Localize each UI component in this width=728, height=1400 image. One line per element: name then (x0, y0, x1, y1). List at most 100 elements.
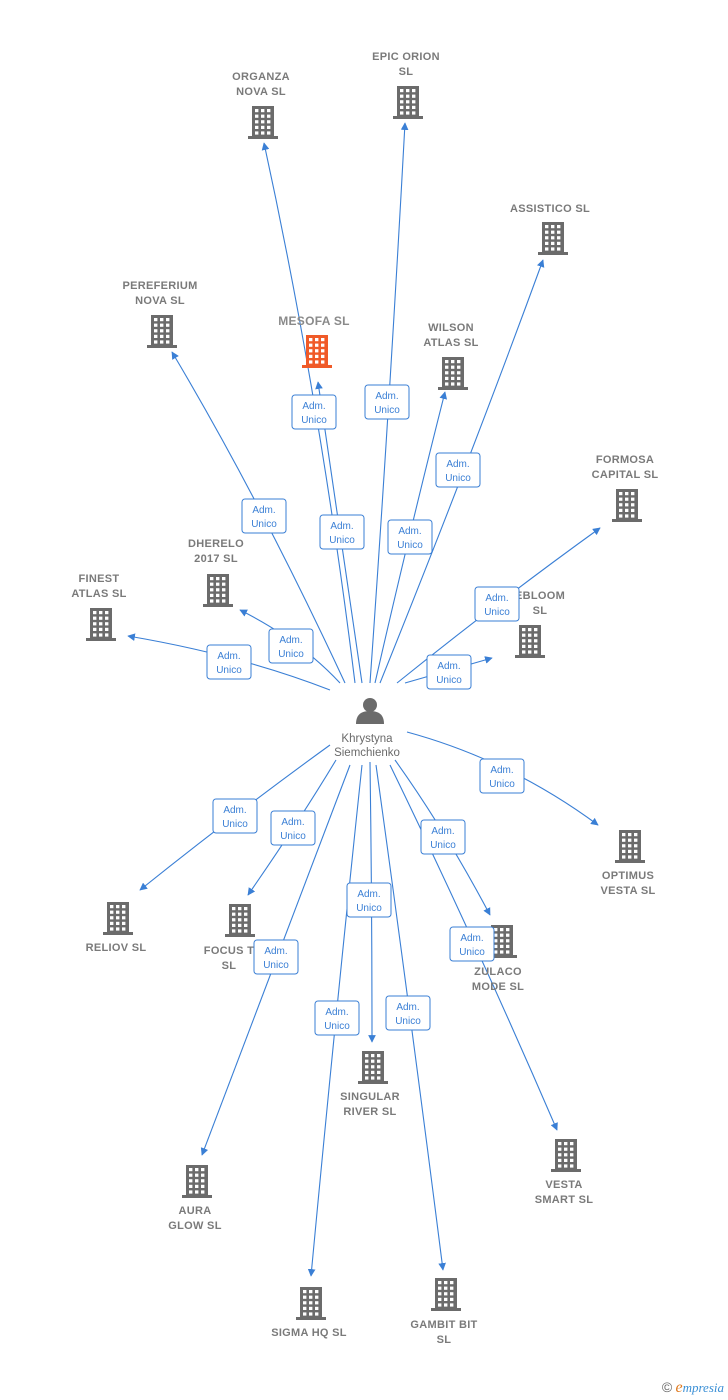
brand-name: mpresia (682, 1380, 724, 1395)
company-label-aura-2: GLOW SL (168, 1220, 221, 1232)
role-badge-gambit[interactable]: Adm. Unico (385, 995, 431, 1031)
brand-initial: e (675, 1379, 683, 1396)
badge-line2: Unico (430, 840, 456, 851)
company-label-wilson-2: ATLAS SL (423, 337, 478, 349)
role-badge-focus[interactable]: Adm.Unico (270, 810, 316, 846)
role-badge-aura[interactable]: Adm.Unico (253, 939, 299, 975)
company-label-aura-1: AURA (179, 1205, 212, 1217)
badge-line1: Adm. (357, 889, 380, 900)
role-badge-wilson[interactable]: Adm. Unico (387, 519, 433, 555)
role-badge-optimus[interactable]: Adm. Unico (479, 758, 525, 794)
role-badge-mesofa[interactable]: Adm. Unico (319, 514, 365, 550)
building-icon (431, 1278, 461, 1311)
role-badge-organza[interactable]: Adm. Unico (291, 394, 337, 430)
building-icon (302, 335, 332, 368)
company-label-optimus-1: OPTIMUS (602, 870, 654, 882)
role-badge-reliov[interactable]: Adm.Unico (212, 798, 258, 834)
role-badge-vesta[interactable]: Adm.Unico (449, 926, 495, 962)
company-label-finest-2: ATLAS SL (71, 588, 126, 600)
badge-line2: Unico (301, 415, 327, 426)
company-label-vesta-1: VESTA (545, 1179, 582, 1191)
company-node-wilson[interactable]: WILSON ATLAS SL (423, 322, 478, 390)
role-badge-sigma[interactable]: Adm.Unico (314, 1000, 360, 1036)
badge-line1: Adm. (431, 826, 454, 837)
company-node-optimus[interactable]: OPTIMUS VESTA SL (601, 830, 656, 897)
role-badge-pereferium[interactable]: Adm.Unico (241, 498, 287, 534)
role-badge-assistico[interactable]: Adm.Unico (435, 452, 481, 488)
copyright-icon: © (661, 1379, 673, 1395)
company-node-assistico[interactable]: ASSISTICO SL (510, 203, 590, 255)
company-node-pereferium[interactable]: PEREFERIUM NOVA SL (122, 280, 197, 348)
badge-line2: Unico (459, 947, 485, 958)
badge-line2: Unico (436, 675, 462, 686)
company-node-mesofa[interactable]: MESOFA SL (278, 314, 350, 368)
company-node-reliov[interactable]: RELIOV SL (86, 902, 147, 954)
badge-line1: Adm. (398, 526, 421, 537)
badge-line2: Unico (216, 665, 242, 676)
building-icon (515, 625, 545, 658)
badge-line2: Unico (263, 960, 289, 971)
role-badge-formosa[interactable]: Adm. Unico (474, 586, 520, 622)
badge-line2: Unico (374, 405, 400, 416)
person-node[interactable]: Khrystyna Siemchienko (334, 698, 400, 759)
badge-line2: Unico (397, 540, 423, 551)
company-label-focus-1: FOCUS T (204, 945, 254, 957)
role-badge-zulaco[interactable]: Adm. Unico (420, 819, 466, 855)
person-icon (356, 698, 384, 724)
building-icon (248, 106, 278, 139)
role-badge-singular[interactable]: Adm.Unico (346, 882, 392, 918)
badge-line2: Unico (278, 649, 304, 660)
badge-line2: Unico (324, 1021, 350, 1032)
badge-line1: Adm. (396, 1002, 419, 1013)
company-label-gambit-1: GAMBIT BIT (410, 1319, 477, 1331)
building-icon (225, 904, 255, 937)
building-icon (393, 86, 423, 119)
role-badge-epic[interactable]: Adm. Unico (364, 384, 410, 420)
badge-line2: Unico (329, 535, 355, 546)
badge-line1: Adm. (330, 521, 353, 532)
company-label-focus-2: SL (222, 960, 237, 972)
company-label-singular-1: SINGULAR (340, 1091, 400, 1103)
building-icon (86, 608, 116, 641)
badge-line1: Adm. (437, 661, 460, 672)
role-badge-ebloom[interactable]: Adm. Unico (426, 654, 472, 690)
company-label-epic-2: SL (399, 66, 414, 78)
badge-line1: Adm. (485, 593, 508, 604)
company-node-sigma[interactable]: SIGMA HQ SL (271, 1287, 347, 1339)
company-label-pereferium-2: NOVA SL (135, 295, 185, 307)
building-icon (147, 315, 177, 348)
building-icon (358, 1051, 388, 1084)
role-badge-finest[interactable]: Adm.Unico (206, 644, 252, 680)
company-label-zulaco-1: ZULACO (474, 966, 522, 978)
company-label-wilson-1: WILSON (428, 322, 474, 334)
badge-line1: Adm. (490, 765, 513, 776)
company-node-aura[interactable]: AURA GLOW SL (168, 1165, 221, 1232)
company-node-vesta[interactable]: VESTA SMART SL (535, 1139, 594, 1206)
badge-line1: Adm. (302, 401, 325, 412)
footer-brand: © empresia (662, 1379, 724, 1397)
role-badge-dherelo[interactable]: Adm.Unico (268, 628, 314, 664)
badge-line2: Unico (484, 607, 510, 618)
company-label-mesofa-1: MESOFA SL (278, 314, 350, 328)
badge-line2: Unico (489, 779, 515, 790)
company-label-optimus-2: VESTA SL (601, 885, 656, 897)
badge-line1: Adm. (375, 391, 398, 402)
company-node-focus[interactable]: FOCUS T SL (204, 904, 255, 972)
company-label-dherelo-1: DHERELO (188, 538, 244, 550)
badge-line2: Unico (395, 1016, 421, 1027)
building-icon (538, 222, 568, 255)
badge-line2: Unico (280, 831, 306, 842)
badge-line2: Unico (251, 519, 277, 530)
company-label-vesta-2: SMART SL (535, 1194, 594, 1206)
company-label-pereferium-1: PEREFERIUM (122, 280, 197, 292)
